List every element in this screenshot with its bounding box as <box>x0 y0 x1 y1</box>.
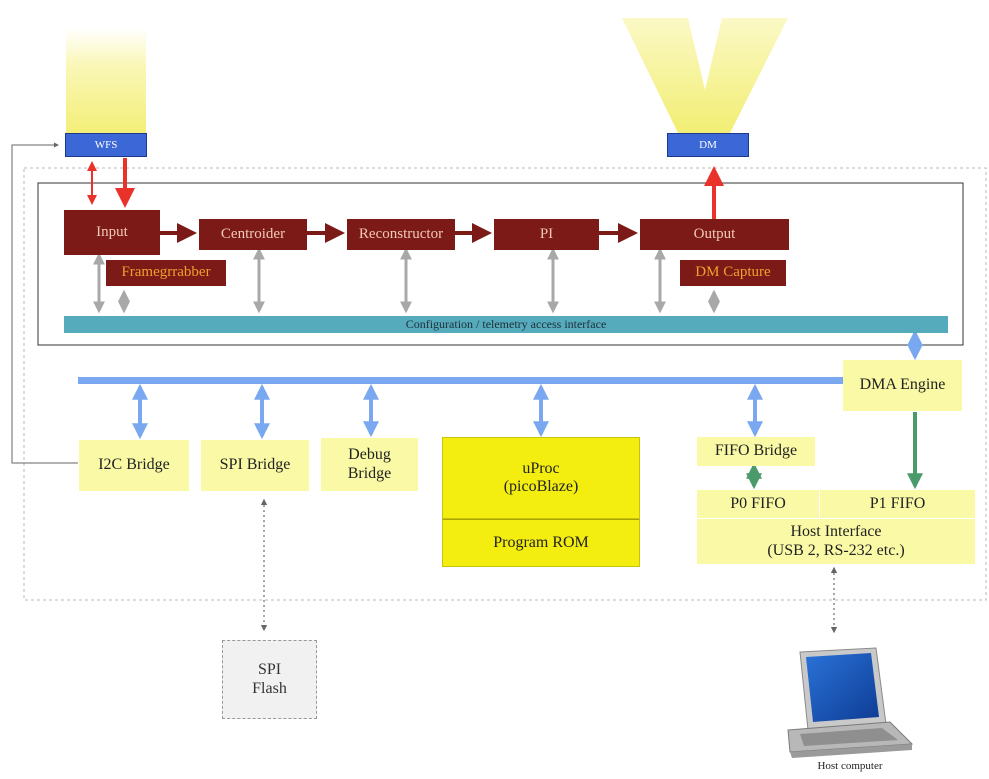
host-interface-block[interactable]: Host Interface (USB 2, RS-232 etc.) <box>697 518 975 564</box>
dm-light-beam <box>622 18 788 133</box>
uproc-label-line1: uProc <box>522 459 560 477</box>
reconstructor-label: Reconstructor <box>358 225 444 242</box>
spi-flash-label-line2: Flash <box>252 679 287 697</box>
uproc-label-line2: (picoBlaze) <box>503 478 579 495</box>
spi-flash-label-line1: SPI <box>257 661 282 679</box>
program-rom-label: Program ROM <box>493 533 589 551</box>
uproc-block[interactable]: uProc (picoBlaze) <box>442 437 640 519</box>
debug-bridge-block[interactable]: Debug Bridge <box>321 438 418 491</box>
debug-bridge-label-line2: Bridge <box>347 464 392 482</box>
p0-fifo-label: P0 FIFO <box>730 494 786 512</box>
i2c-wfs-control-line <box>11 142 78 464</box>
centroider-block[interactable]: Centroider <box>199 219 307 250</box>
wfs-box[interactable]: WFS <box>65 133 147 157</box>
spi-bridge-block[interactable]: SPI Bridge <box>201 440 309 491</box>
config-bus-label: Configuration / telemetry access interfa… <box>405 316 607 331</box>
p0-fifo-block[interactable]: P0 FIFO <box>697 490 820 518</box>
input-block[interactable]: Input <box>64 210 160 255</box>
framegrabber-block[interactable]: Framegrrabber <box>106 260 226 286</box>
dm-box[interactable]: DM <box>667 133 749 157</box>
fifo-bridge-label: FIFO Bridge <box>714 442 798 460</box>
host-computer-icon <box>787 647 914 758</box>
dm-capture-block[interactable]: DM Capture <box>680 260 786 286</box>
reconstructor-block[interactable]: Reconstructor <box>347 219 455 250</box>
program-rom-block[interactable]: Program ROM <box>442 519 640 567</box>
wfs-light-beam <box>66 28 146 133</box>
spi-flash-block[interactable]: SPI Flash <box>222 640 317 719</box>
i2c-bridge-label: I2C Bridge <box>98 456 170 474</box>
centroider-label: Centroider <box>220 225 286 242</box>
dm-label: DM <box>699 138 717 151</box>
dma-engine-block[interactable]: DMA Engine <box>843 360 962 411</box>
host-interface-label-line2: (USB 2, RS-232 etc.) <box>767 541 905 559</box>
dma-engine-label: DMA Engine <box>859 376 946 394</box>
input-label: Input <box>96 223 128 240</box>
host-computer-label: Host computer <box>817 760 883 772</box>
pi-block[interactable]: PI <box>494 219 599 250</box>
debug-bridge-label-line1: Debug <box>348 446 391 464</box>
p1-fifo-block[interactable]: P1 FIFO <box>820 490 975 518</box>
wfs-label: WFS <box>94 138 118 151</box>
framegrabber-label: Framegrrabber <box>121 264 211 281</box>
bus-drop-arrows <box>132 383 763 440</box>
pi-label: PI <box>539 225 554 242</box>
dm-capture-label: DM Capture <box>695 264 771 281</box>
output-block[interactable]: Output <box>640 219 789 250</box>
p1-fifo-label: P1 FIFO <box>869 494 926 512</box>
host-interface-label-line1: Host Interface <box>790 523 882 541</box>
config-access-arrows <box>93 247 720 314</box>
i2c-bridge-block[interactable]: I2C Bridge <box>79 440 189 491</box>
spi-bridge-label: SPI Bridge <box>219 456 291 474</box>
pipeline-boundary <box>37 182 964 346</box>
system-bus <box>78 377 845 384</box>
fpga-boundary <box>23 167 987 601</box>
output-label: Output <box>693 225 736 242</box>
config-bus[interactable]: Configuration / telemetry access interfa… <box>64 316 948 333</box>
fifo-bridge-block[interactable]: FIFO Bridge <box>697 437 815 466</box>
